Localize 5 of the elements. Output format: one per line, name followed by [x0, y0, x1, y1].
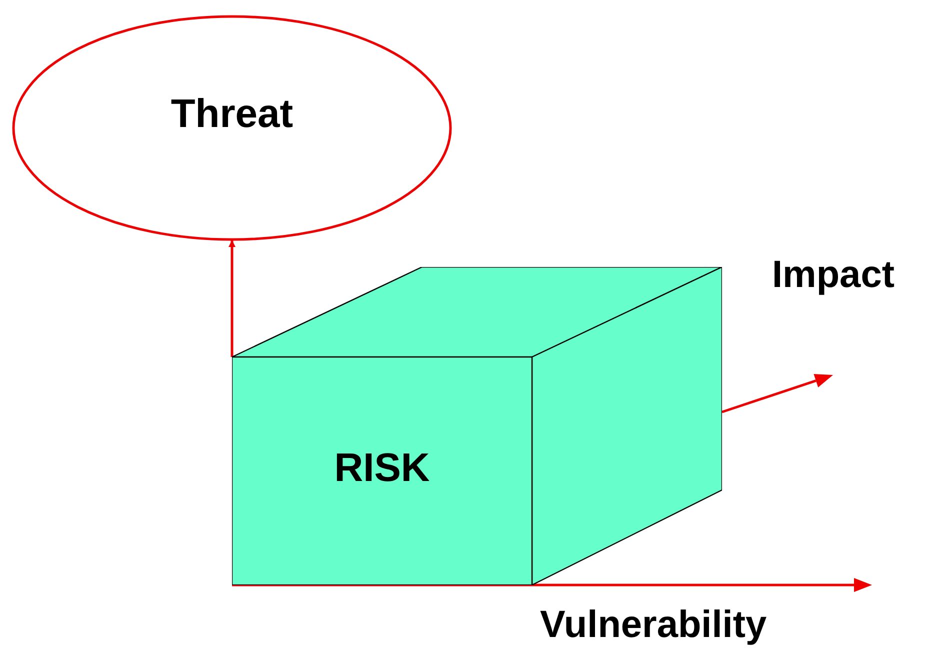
node-label: Threat — [170, 92, 294, 136]
node-label: RISK — [334, 446, 430, 490]
arrow — [228, 240, 236, 357]
axis-label: Vulnerability — [540, 606, 767, 644]
axis-label: Impact — [772, 256, 894, 294]
